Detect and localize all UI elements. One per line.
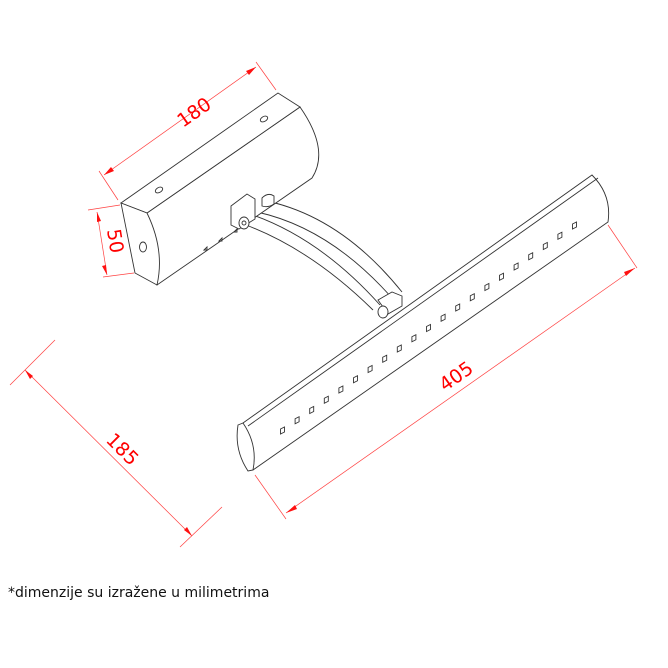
dim-180-label: 180: [173, 93, 215, 132]
dimension-50: 50: [87, 204, 135, 278]
led-square: [426, 323, 431, 333]
led-square: [411, 334, 417, 343]
led-square: [280, 426, 285, 435]
led-square: [528, 252, 534, 261]
led-row: [280, 221, 577, 435]
wall-base: [120, 92, 320, 286]
led-square: [309, 405, 315, 415]
led-square: [499, 272, 504, 281]
led-square: [367, 364, 373, 374]
dimension-185: 185: [9, 339, 223, 548]
lamp-arm: [245, 199, 403, 319]
units-footnote: *dimenzije su izražene u milimetrima: [8, 585, 270, 601]
dim-405-label: 405: [435, 357, 477, 396]
led-square: [323, 395, 329, 404]
led-square: [353, 375, 358, 384]
led-square: [338, 385, 344, 394]
led-square: [469, 293, 475, 302]
led-square: [557, 231, 563, 240]
led-square: [542, 241, 548, 251]
dim-185-label: 185: [101, 429, 142, 470]
led-square: [440, 313, 446, 322]
dimension-405: 405: [254, 224, 638, 520]
led-square: [572, 221, 577, 230]
dim-50-label: 50: [102, 227, 128, 254]
led-square: [513, 262, 519, 271]
led-square: [455, 303, 461, 312]
led-square: [484, 282, 490, 292]
light-bar: [236, 174, 610, 472]
led-square: [382, 354, 388, 363]
led-square: [294, 416, 300, 425]
led-square: [396, 344, 402, 353]
